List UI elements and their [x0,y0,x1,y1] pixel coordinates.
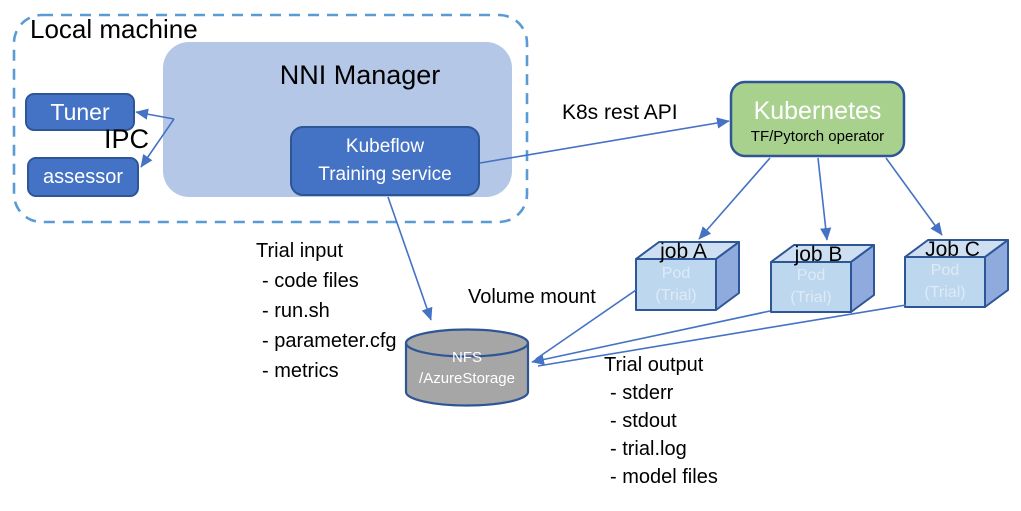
arrow-kubeflow-to-storage [387,196,433,321]
pod-c-label-line2: (Trial) [924,284,966,301]
pod-a-label-line2: (Trial) [655,287,697,304]
trial-input-item: - run.sh [262,300,330,322]
arrow-kubernetes-to-pod-c [885,157,943,236]
kubernetes-box [729,80,906,158]
local-machine-boundary [12,13,529,224]
pod-c-label-line1: Pod [930,262,960,279]
pod-a-body-label: Pod (Trial) [636,261,716,309]
trial-input-title: Trial input [256,240,344,262]
storage-label-line2: /AzureStorage [419,370,515,387]
storage-cylinder [404,328,530,407]
assessor-box [27,157,139,197]
trial-output-list: Trial output - stderr - stdout - trial.l… [604,351,718,491]
tuner-box [25,93,135,131]
pod-c-job-label: Job C [925,238,980,261]
pod-b-label-line2: (Trial) [790,289,832,306]
trial-output-item: - stderr [610,382,674,404]
kubeflow-label: Kubeflow Training service [291,127,479,195]
pod-a-label-line1: Pod [661,265,691,282]
kubernetes-label: Kubernetes TF/Pytorch operator [731,82,904,156]
local-machine-label: Local machine [30,14,198,44]
tuner-label: Tuner [50,98,110,125]
trial-input-item: - parameter.cfg [262,330,397,352]
kubernetes-title: Kubernetes [753,97,882,126]
trial-input-item: - code files [262,270,359,292]
kubeflow-box [290,126,480,196]
pod-b-cube [770,244,875,313]
trial-input-item: - metrics [262,360,339,382]
line-pod-c-to-storage [537,304,907,367]
arrow-kubeflow-to-kubernetes [479,117,730,164]
pod-c-cube [904,239,1009,308]
storage-label-line1: NFS [452,349,482,366]
pod-b-label-line1: Pod [796,267,826,284]
storage-label: NFS /AzureStorage [406,347,528,389]
kubernetes-subtitle: TF/Pytorch operator [750,127,885,145]
arrow-kubernetes-to-pod-a [698,157,771,240]
kubeflow-label-line2: Training service [318,164,452,185]
pod-b-cube-front [770,261,852,313]
trial-output-item: - stdout [610,410,677,432]
trial-output-item: - model files [610,466,718,488]
arrow-kubernetes-to-pod-b [817,157,832,241]
arrow-nni-to-assessor [140,118,175,168]
pod-c-cube-front [904,256,986,308]
pod-c-body-label: Pod (Trial) [905,258,985,306]
pod-b-job-label: job B [794,243,843,266]
trial-input-list: Trial input - code files - run.sh - para… [256,236,397,386]
volume-mount-label: Volume mount [468,286,596,308]
pod-a-job-label: job A [660,240,707,263]
trial-output-title: Trial output [604,354,704,376]
pod-a-cube-front [635,258,717,311]
arrow-nni-to-tuner [135,108,175,120]
ipc-label: IPC [104,124,150,154]
pod-b-body-label: Pod (Trial) [771,263,851,311]
assessor-label: assessor [42,165,124,188]
trial-output-item: - trial.log [610,438,687,460]
kubeflow-label-line1: Kubeflow [345,136,425,158]
k8s-rest-api-label: K8s rest API [562,101,678,124]
nni-manager-label: NNI Manager [279,60,441,90]
arrow-pods-to-storage [531,310,771,365]
pod-a-cube [635,241,740,311]
line-pod-a-to-storage [535,289,637,360]
